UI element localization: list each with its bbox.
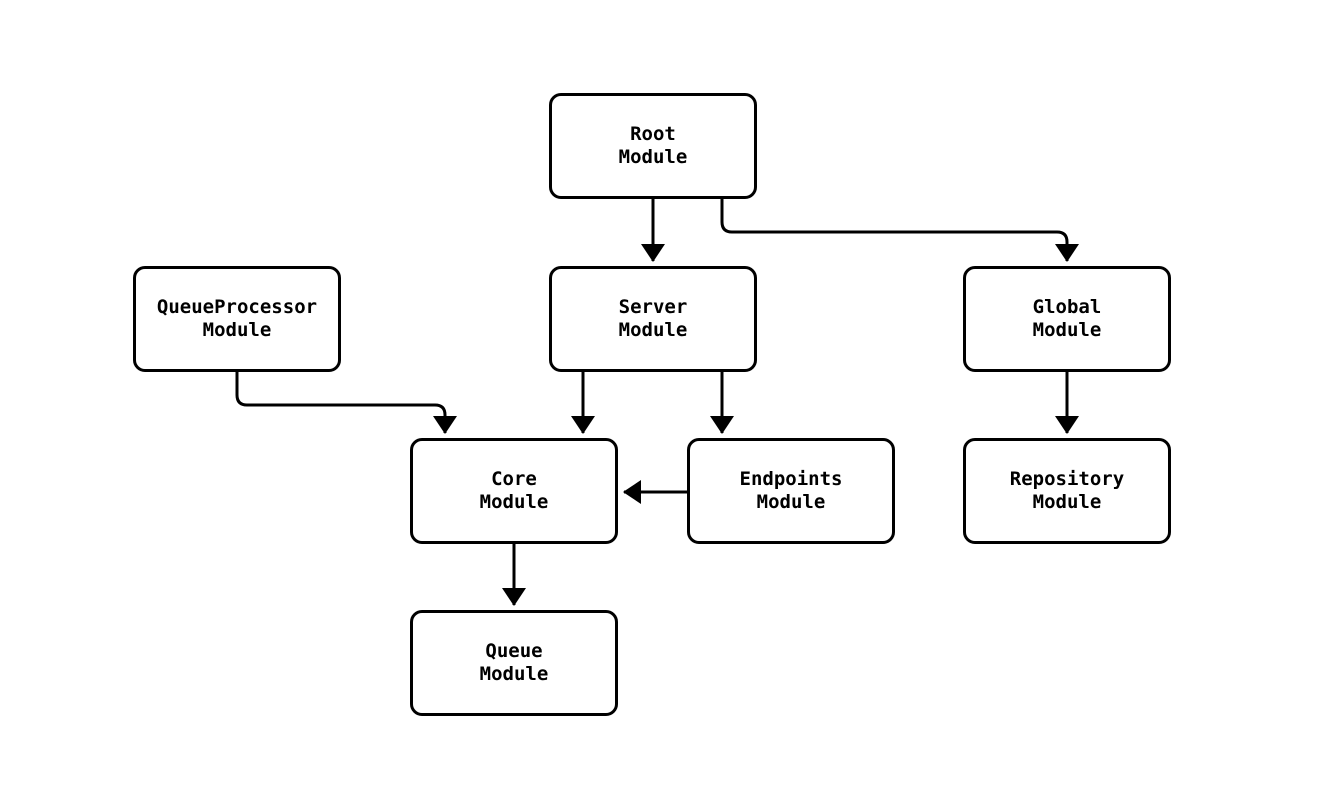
node-label-line2: Module bbox=[1032, 319, 1102, 341]
node-label-line1: Queue bbox=[485, 640, 543, 662]
node-label-line1: QueueProcessor bbox=[156, 296, 318, 318]
node-server-module: Server Module bbox=[549, 266, 757, 372]
node-queueprocessor-module: QueueProcessor Module bbox=[133, 266, 341, 372]
node-label-line2: Module bbox=[202, 319, 272, 341]
node-label-line2: Module bbox=[479, 491, 549, 513]
node-global-module: Global Module bbox=[963, 266, 1171, 372]
node-label-line1: Endpoints bbox=[739, 468, 843, 490]
node-label-line1: Repository bbox=[1009, 468, 1125, 490]
node-core-module: Core Module bbox=[410, 438, 618, 544]
node-label-line2: Module bbox=[618, 319, 688, 341]
node-label-line1: Server bbox=[618, 296, 688, 318]
node-label-line2: Module bbox=[1032, 491, 1102, 513]
node-label-line1: Root bbox=[630, 123, 676, 145]
node-endpoints-module: Endpoints Module bbox=[687, 438, 895, 544]
node-queue-module: Queue Module bbox=[410, 610, 618, 716]
node-label-line1: Core bbox=[491, 468, 537, 490]
edge-queueprocessor-to-core bbox=[235, 372, 457, 434]
node-label-line1: Global bbox=[1032, 296, 1102, 318]
node-label-line2: Module bbox=[756, 491, 826, 513]
node-label-line2: Module bbox=[618, 146, 688, 168]
node-label-line2: Module bbox=[479, 663, 549, 685]
node-root-module: Root Module bbox=[549, 93, 757, 199]
node-repository-module: Repository Module bbox=[963, 438, 1171, 544]
edge-root-to-global bbox=[720, 199, 1079, 262]
